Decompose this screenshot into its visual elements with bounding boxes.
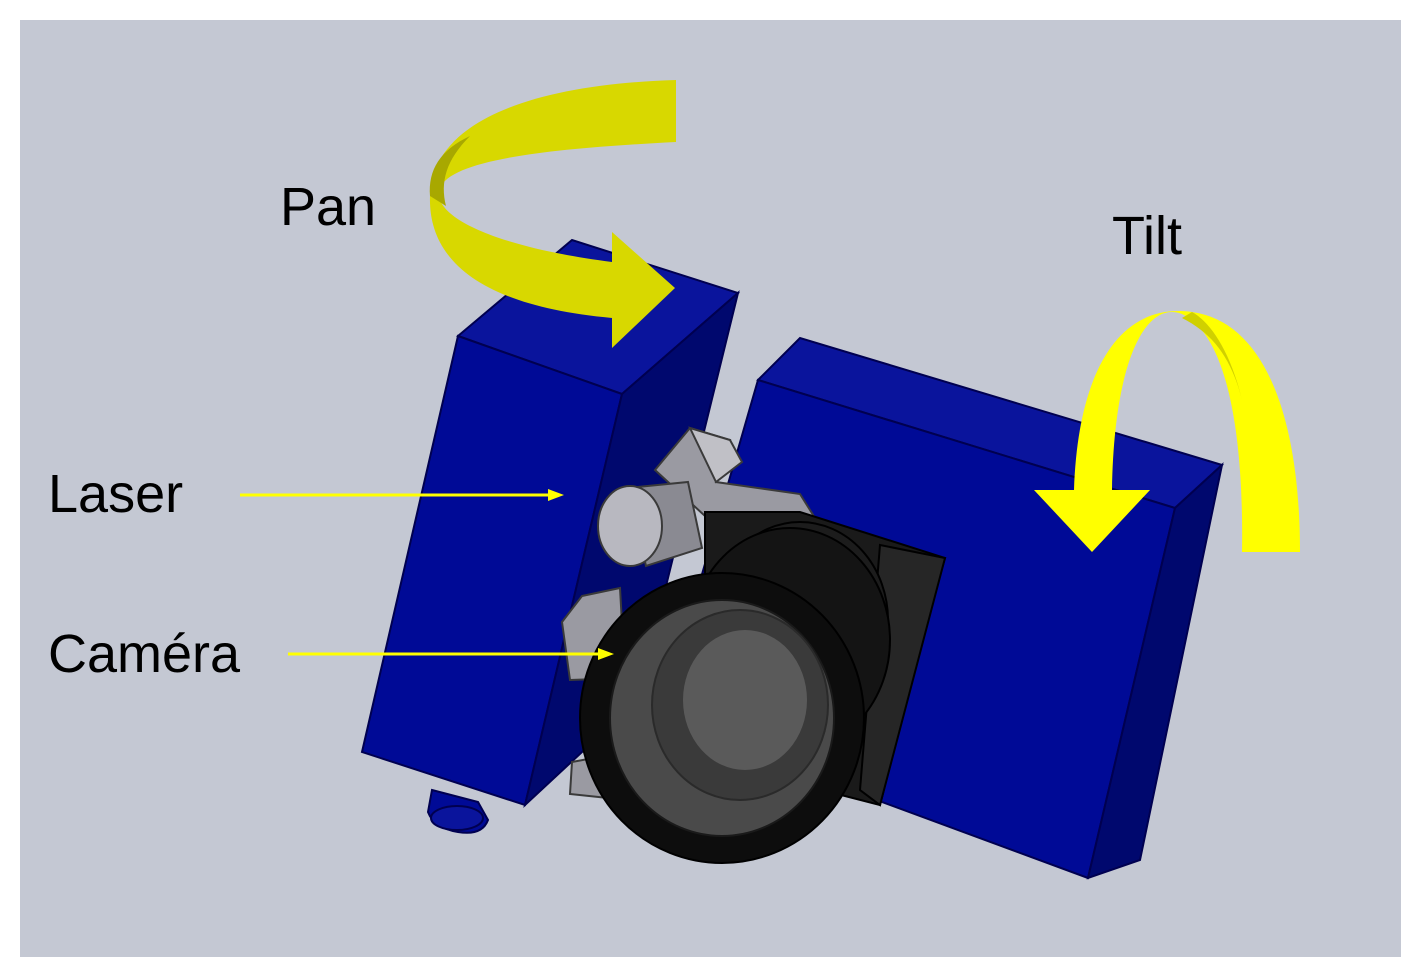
laser-pointer-arrow xyxy=(240,489,564,501)
laser-label: Laser xyxy=(48,464,183,524)
pan-rotation-arrow-icon xyxy=(429,80,676,348)
tilt-label: Tilt xyxy=(1112,206,1182,266)
tilt-rotation-arrow-icon xyxy=(1034,311,1300,552)
camera-lens xyxy=(579,521,891,864)
pan-label: Pan xyxy=(280,177,376,237)
camera-label: Caméra xyxy=(48,624,241,684)
laser-emitter xyxy=(597,485,663,567)
camera-pointer-arrow xyxy=(288,648,614,660)
